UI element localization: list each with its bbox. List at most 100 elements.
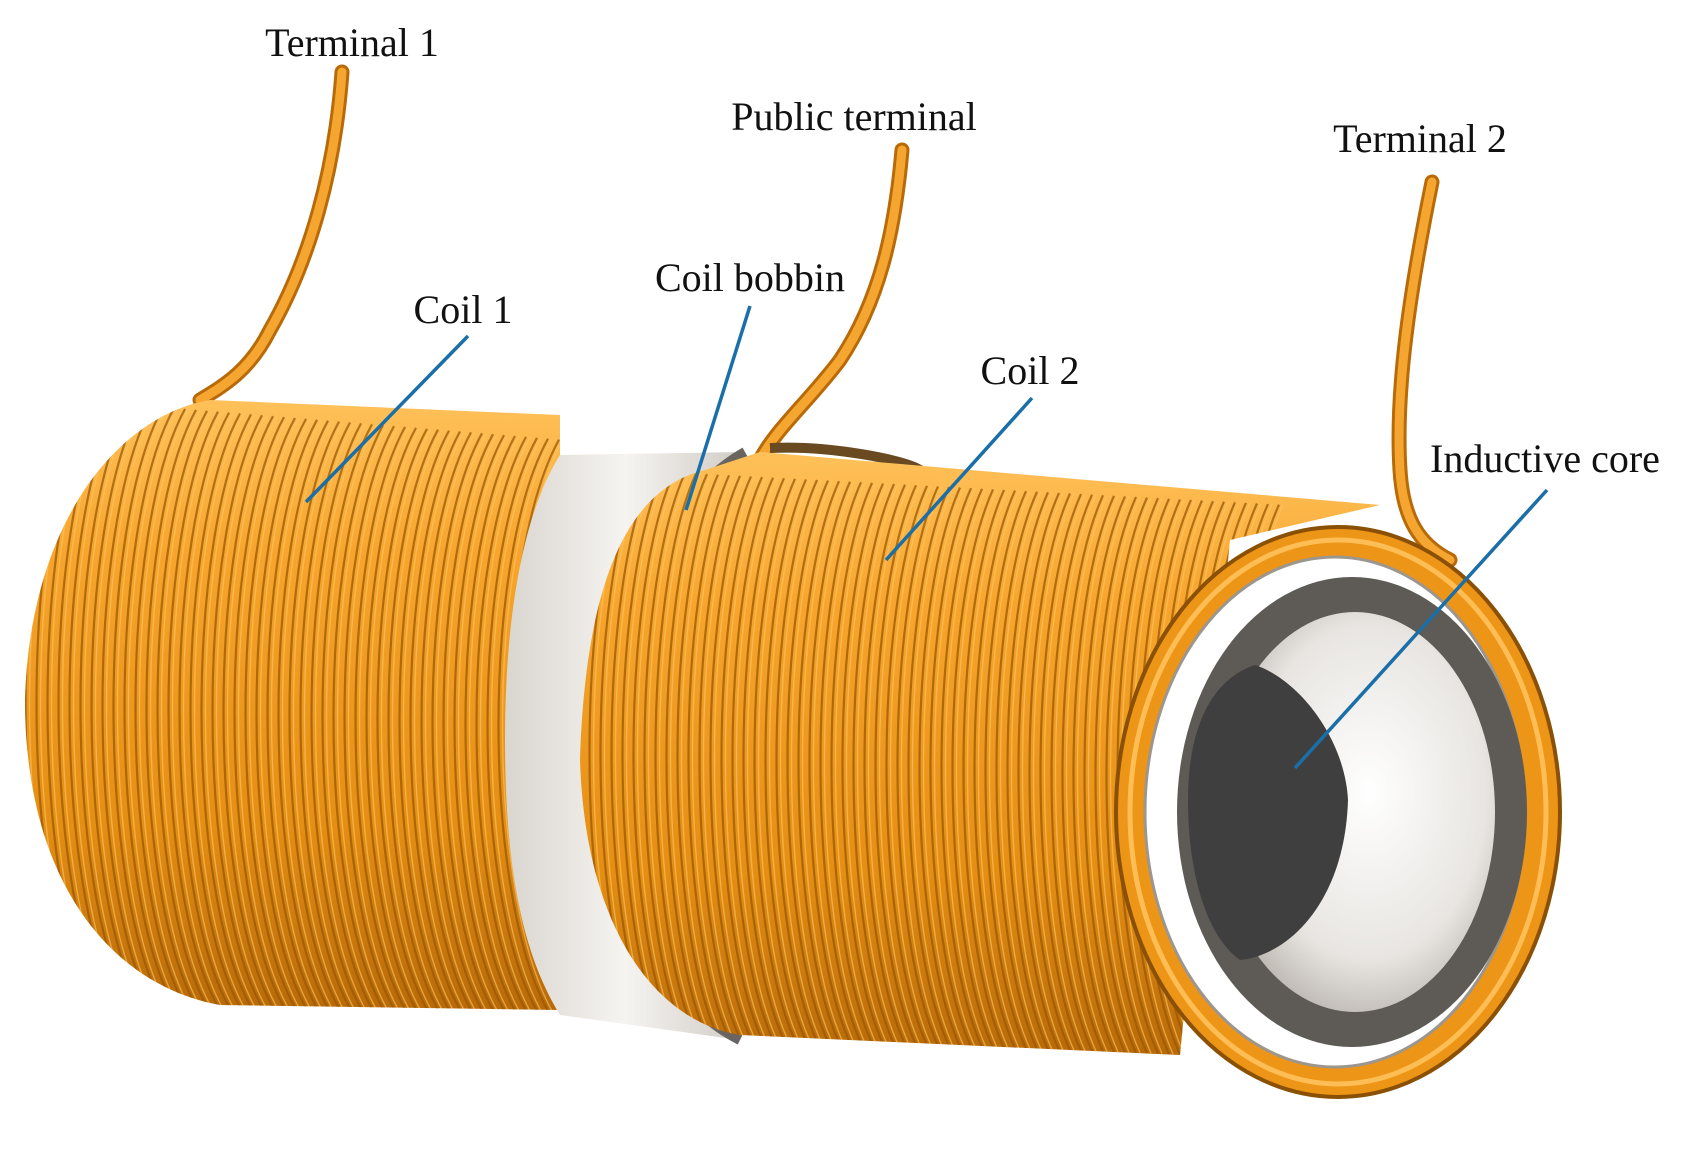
terminal-2-wire [1391, 174, 1458, 568]
winding-highlight [303, 422, 355, 1009]
winding-highlight [336, 424, 388, 1010]
winding-highlight [457, 434, 509, 1010]
label-coil-2: Coil 2 [981, 348, 1080, 393]
winding-turn [277, 420, 329, 1009]
winding-highlight [889, 485, 932, 1046]
winding-highlight [1032, 493, 1075, 1051]
winding-highlight [911, 486, 954, 1047]
winding-turn [852, 483, 896, 1045]
winding-turn [244, 417, 296, 1009]
winding-highlight [292, 421, 344, 1009]
winding-turn [786, 480, 830, 1043]
winding-highlight [270, 419, 322, 1009]
winding-turn [299, 421, 351, 1010]
winding-highlight [138, 408, 190, 1007]
winding-highlight [1021, 492, 1064, 1051]
winding-highlight [94, 405, 146, 1007]
winding-turn [398, 430, 450, 1010]
winding-turn [156, 410, 208, 1008]
winding-highlight [680, 474, 723, 1039]
winding-highlight [823, 482, 866, 1044]
winding-turn [288, 421, 340, 1009]
winding-turn [343, 425, 395, 1010]
winding-highlight [768, 479, 811, 1042]
winding-highlight [490, 437, 542, 1010]
leader-inductive-core [1293, 488, 1549, 770]
winding-turn [1061, 494, 1105, 1053]
winding-turn [134, 408, 186, 1007]
winding-turn [409, 430, 461, 1010]
winding-turn [940, 488, 984, 1048]
winding-highlight [358, 426, 410, 1010]
winding-turn [720, 476, 764, 1041]
winding-turn [1006, 491, 1050, 1051]
winding-turn [1105, 497, 1149, 1054]
winding-highlight [955, 489, 998, 1049]
leader-coil-2 [884, 396, 1034, 562]
winding-turn [698, 475, 742, 1040]
winding-turn [797, 480, 841, 1043]
winding-highlight [966, 489, 1009, 1049]
winding-highlight [83, 404, 135, 1007]
winding-highlight [237, 416, 289, 1008]
winding-highlight [501, 438, 553, 1010]
winding-highlight [171, 411, 223, 1008]
winding-turn [145, 409, 197, 1008]
public-terminal-wire [752, 142, 910, 468]
winding-highlight [204, 414, 256, 1008]
winding-highlight [127, 407, 179, 1007]
label-coil-bobbin: Coil bobbin [655, 255, 845, 300]
winding-highlight [933, 487, 976, 1048]
winding-highlight [988, 490, 1031, 1050]
winding-highlight [325, 423, 377, 1010]
winding-turn [167, 411, 219, 1008]
winding-turn [753, 478, 797, 1042]
winding-turn [819, 481, 863, 1044]
winding-highlight [347, 425, 399, 1010]
winding-turn [1050, 494, 1094, 1052]
winding-highlight [1076, 495, 1119, 1053]
winding-highlight [435, 432, 487, 1010]
winding-highlight [468, 435, 520, 1010]
winding-highlight [746, 477, 789, 1041]
winding-turn [266, 419, 318, 1009]
winding-turn [101, 405, 153, 1007]
winding-turn [731, 477, 775, 1041]
winding-highlight [1043, 493, 1086, 1052]
winding-highlight [1109, 497, 1152, 1054]
winding-turn [123, 407, 175, 1007]
winding-highlight [259, 418, 311, 1009]
winding-highlight [215, 414, 267, 1008]
winding-turn [365, 427, 417, 1010]
winding-turn [90, 404, 142, 1007]
winding-highlight [812, 481, 855, 1044]
winding-turn [189, 412, 241, 1008]
inductive-core [1188, 665, 1348, 960]
winding-turn [962, 489, 1006, 1049]
winding-highlight [105, 405, 157, 1007]
winding-turn [841, 483, 885, 1045]
winding-highlight [735, 477, 778, 1041]
winding-turn [995, 491, 1039, 1050]
winding-highlight [878, 484, 921, 1046]
winding-turn [497, 438, 549, 1010]
winding-turn [321, 423, 373, 1010]
winding-turn [178, 412, 230, 1008]
winding-highlight [724, 476, 767, 1040]
winding-turn [332, 424, 384, 1010]
winding-turn [687, 474, 731, 1039]
winding-highlight [702, 475, 745, 1040]
winding-highlight [391, 429, 443, 1010]
winding-highlight [281, 420, 333, 1009]
label-inductive-core: Inductive core [1430, 436, 1660, 481]
winding-highlight [413, 431, 465, 1010]
winding-turn [1017, 492, 1061, 1051]
winding-highlight [248, 417, 300, 1009]
winding-turn [907, 486, 951, 1047]
winding-highlight [999, 491, 1042, 1050]
winding-highlight [713, 476, 756, 1040]
winding-highlight [380, 428, 432, 1010]
winding-turn [973, 490, 1017, 1049]
winding-turn [222, 415, 274, 1009]
winding-highlight [446, 433, 498, 1010]
